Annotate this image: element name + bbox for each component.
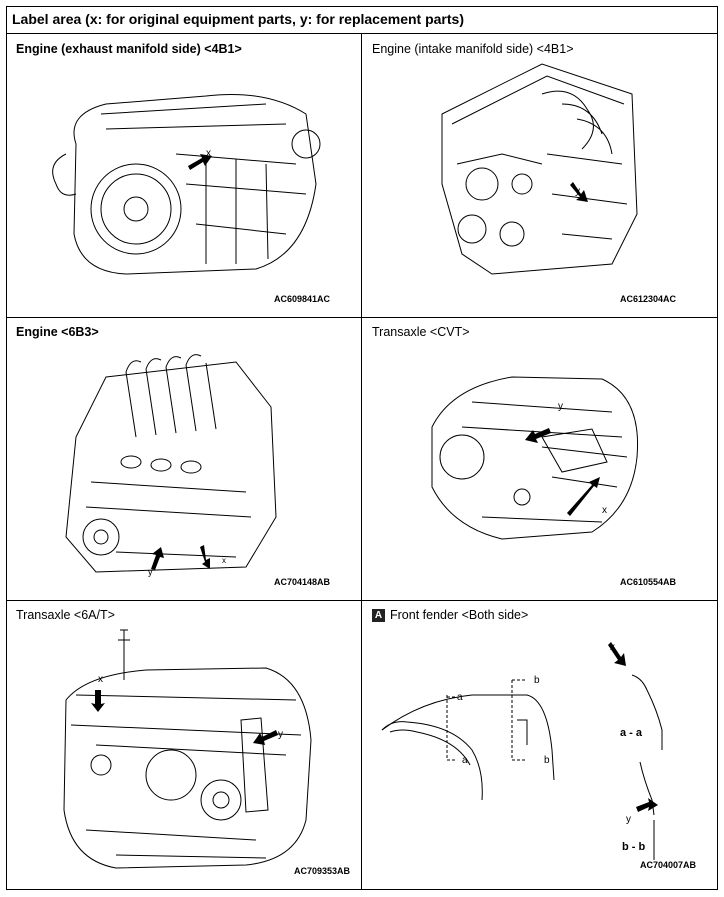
marker-a-top: a <box>457 692 463 703</box>
marker-a-bottom: a <box>462 755 468 766</box>
figure-code: AC709353AB <box>294 866 351 876</box>
marker-b-top: b <box>534 675 540 686</box>
figure-code: AC609841AC <box>274 294 331 304</box>
grid-divider-vertical <box>361 34 362 890</box>
section-label-b: b - b <box>622 841 645 853</box>
transaxle-6at-illustration: x y <box>63 629 312 869</box>
svg-text:x: x <box>602 505 607 516</box>
svg-text:y: y <box>278 729 283 740</box>
panel-engine-intake-4b1: Engine (intake manifold side) <4B1> y AC… <box>362 34 718 317</box>
engine-exhaust-illustration: x <box>52 94 321 275</box>
front-fender-illustration: a a b b x y a - a b - b <box>381 642 663 860</box>
marker-y: y <box>626 814 631 825</box>
figure-code: AC704148AB <box>274 577 331 587</box>
svg-text:x: x <box>98 674 103 685</box>
page-frame <box>6 6 718 890</box>
transaxle-cvt-illustration: y x <box>431 376 639 540</box>
figure-code: AC610554AB <box>620 577 677 587</box>
grid-divider-row2 <box>6 600 718 601</box>
figure-code: AC612304AC <box>620 294 677 304</box>
panel-title: Transaxle <6A/T> <box>16 608 115 622</box>
panel-transaxle-cvt: Transaxle <CVT> y x AC610554AB <box>362 317 718 600</box>
marker-x: x <box>610 642 615 653</box>
svg-text:y: y <box>148 567 153 577</box>
svg-text:x: x <box>206 148 211 159</box>
figure-code: AC704007AB <box>640 860 697 870</box>
svg-text:x: x <box>222 556 226 565</box>
panel-transaxle-6at: Transaxle <6A/T> x y AC709353AB <box>6 600 361 890</box>
panel-title: Transaxle <CVT> <box>372 325 470 339</box>
section-label-a: a - a <box>620 727 643 739</box>
panel-title: Front fender <Both side> <box>390 608 529 622</box>
panel-title: Engine (intake manifold side) <4B1> <box>372 42 574 56</box>
grid-divider-row1 <box>6 317 718 318</box>
panel-title: Engine (exhaust manifold side) <4B1> <box>16 42 242 56</box>
label-area-header: Label area (x: for original equipment pa… <box>6 6 718 34</box>
engine-intake-illustration: y <box>441 63 638 275</box>
panel-title-wrap: A Front fender <Both side> <box>372 608 528 622</box>
panel-engine-6b3: Engine <6B3> y x AC704148AB <box>6 317 361 600</box>
svg-text:y: y <box>558 401 563 412</box>
panel-title: Engine <6B3> <box>16 325 99 339</box>
svg-text:y: y <box>575 186 580 197</box>
panel-engine-exhaust-4b1: Engine (exhaust manifold side) <4B1> x A… <box>6 34 361 317</box>
engine-6b3-illustration: y x <box>65 354 277 577</box>
header-title: Label area (x: for original equipment pa… <box>12 11 464 27</box>
note-badge: A <box>372 609 385 622</box>
panel-front-fender: A Front fender <Both side> a a b b x y a … <box>362 600 718 890</box>
marker-b-bottom: b <box>544 755 550 766</box>
